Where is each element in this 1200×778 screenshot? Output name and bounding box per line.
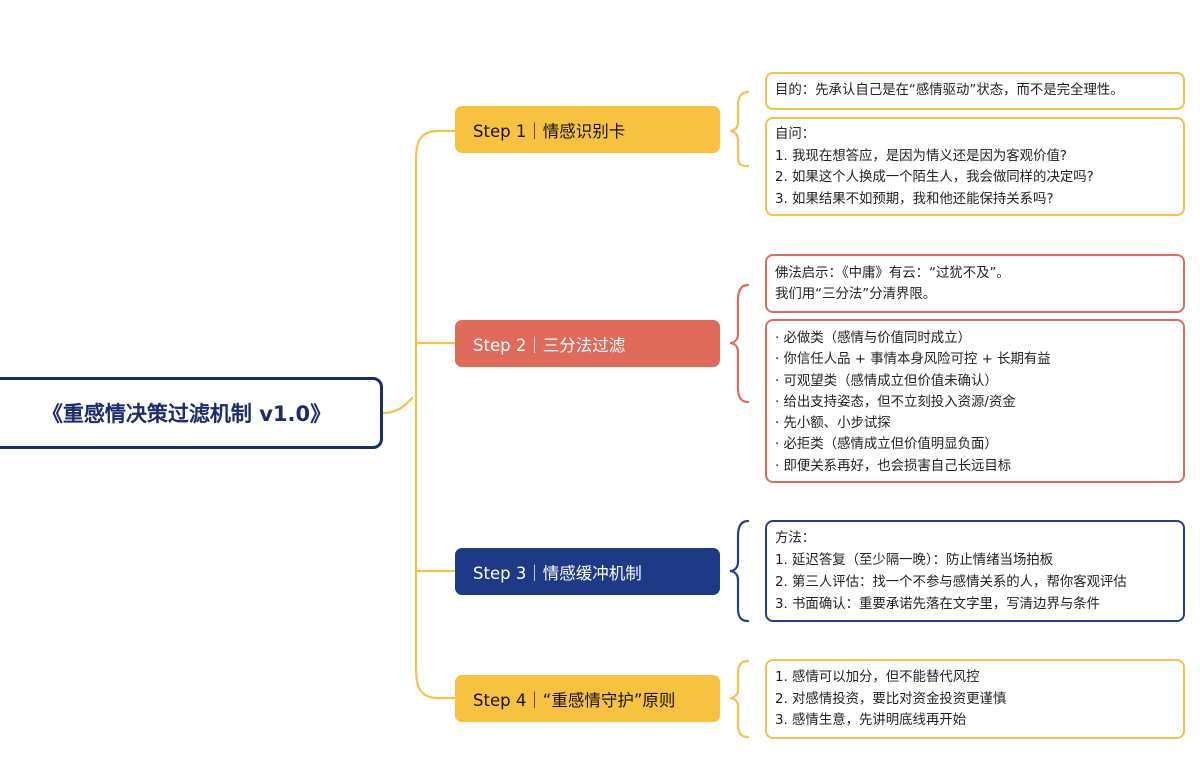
note-line: 佛法启示：《中庸》有云：“过犹不及”。 — [775, 266, 1010, 281]
note-line: · 给出支持姿态，但不立刻投入资源/资金 — [775, 394, 1016, 410]
step-1-node[interactable]: Step 1｜情感识别卡 — [455, 106, 720, 153]
step-2-categories-note: · 必做类（感情与价值同时成立） · 你信任人品 + 事情本身风险可控 + 长期… — [765, 319, 1185, 483]
step-4-node[interactable]: Step 4｜“重感情守护”原则 — [455, 675, 720, 722]
note-line: 方法： — [775, 531, 816, 546]
note-line: 3. 感情生意，先讲明底线再开始 — [775, 713, 967, 728]
bracket-step2 — [729, 283, 750, 404]
note-line: 自问： — [775, 127, 816, 142]
root-title: 《重感情决策过滤机制 v1.0》 — [0, 377, 383, 449]
note-line: 1. 感情可以加分，但不能替代风控 — [775, 670, 980, 685]
note-line: 2. 如果这个人换成一个陌生人，我会做同样的决定吗? — [775, 170, 1094, 185]
step-2-node[interactable]: Step 2｜三分法过滤 — [455, 320, 720, 367]
note-line: · 先小额、小步试探 — [775, 416, 891, 432]
note-line: 3. 如果结果不如预期，我和他还能保持关系吗? — [775, 191, 1054, 207]
note-line: 我们用“三分法”分清界限。 — [775, 287, 937, 302]
note-line: · 你信任人品 + 事情本身风险可控 + 长期有益 — [775, 352, 1051, 368]
step-1-purpose-note: 目的：先承认自己是在“感情驱动”状态，而不是完全理性。 — [765, 72, 1185, 110]
step-3-methods-note: 方法： 1. 延迟答复（至少隔一晚）：防止情绪当场拍板 2. 第三人评估：找一个… — [765, 520, 1185, 622]
note-line: 1. 我现在想答应，是因为情义还是因为客观价值? — [775, 148, 1067, 164]
note-line: 3. 书面确认：重要承诺先落在文字里，写清边界与条件 — [775, 597, 1101, 612]
bracket-step4 — [729, 659, 750, 739]
note-line: · 可观望类（感情成立但价值未确认） — [775, 373, 998, 389]
bracket-step1 — [729, 90, 750, 168]
note-line: 2. 第三人评估：找一个不参与感情关系的人，帮你客观评估 — [775, 575, 1127, 590]
note-line: · 必拒类（感情成立但价值明显负面） — [775, 437, 998, 453]
note-line: 目的：先承认自己是在“感情驱动”状态，而不是完全理性。 — [775, 83, 1124, 98]
step-4-principles-note: 1. 感情可以加分，但不能替代风控 2. 对感情投资，要比对资金投资更谨慎 3.… — [765, 659, 1185, 739]
bracket-step3 — [729, 519, 750, 623]
note-line: · 必做类（感情与价值同时成立） — [775, 331, 971, 346]
trunk-connector — [381, 396, 414, 415]
note-line: 1. 延迟答复（至少隔一晚）：防止情绪当场拍板 — [775, 553, 1054, 568]
step-1-questions-note: 自问： 1. 我现在想答应，是因为情义还是因为客观价值? 2. 如果这个人换成一… — [765, 117, 1185, 216]
step-2-insight-note: 佛法启示：《中庸》有云：“过犹不及”。 我们用“三分法”分清界限。 — [765, 254, 1185, 313]
note-line: · 即便关系再好，也会损害自己长远目标 — [775, 458, 1012, 474]
trunk-line — [414, 129, 440, 700]
note-line: 2. 对感情投资，要比对资金投资更谨慎 — [775, 691, 1007, 707]
step-3-node[interactable]: Step 3｜情感缓冲机制 — [455, 548, 720, 595]
